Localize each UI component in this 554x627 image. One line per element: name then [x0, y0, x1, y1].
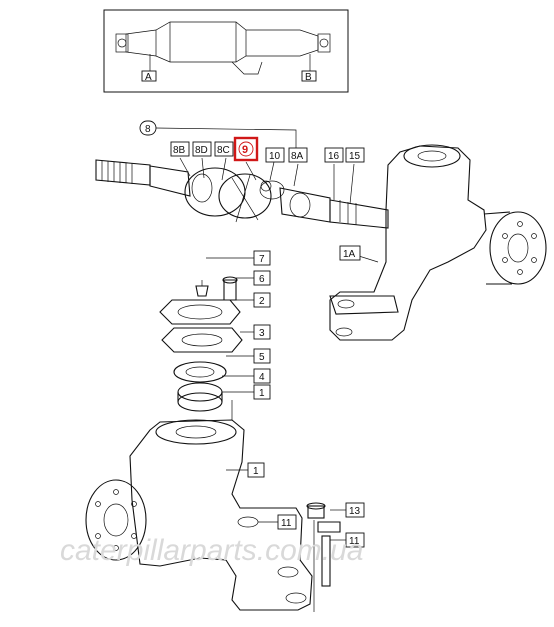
kingpin-parts: [159, 276, 243, 412]
callout-13-label: 13: [349, 506, 361, 517]
axle-overview-inset: A B: [103, 9, 349, 93]
leader-lines: [155, 127, 379, 541]
watermark-text: caterpillarparts.com.ua: [60, 534, 363, 567]
callout-5-label: 5: [259, 352, 265, 363]
callout-1-lower[interactable]: 1: [247, 462, 265, 478]
callout-11-a[interactable]: 11: [277, 514, 297, 530]
steering-knuckle-upper: [329, 144, 547, 341]
callout-9-label: 9: [242, 144, 248, 156]
callout-1a[interactable]: 1A: [339, 245, 361, 261]
callout-3-label: 3: [259, 328, 265, 339]
callout-11-b[interactable]: 11: [345, 532, 365, 548]
callout-10-label: 10: [269, 151, 281, 162]
callout-2-label: 2: [259, 296, 265, 307]
callout-8c[interactable]: 8C: [214, 141, 234, 157]
callout-11-b-label: 11: [349, 536, 360, 547]
callout-6[interactable]: 6: [253, 270, 271, 286]
callout-3[interactable]: 3: [253, 324, 271, 340]
callout-8a[interactable]: 8A: [288, 147, 308, 163]
pin-parts: [306, 502, 341, 612]
callout-1-upper[interactable]: 1: [253, 384, 271, 400]
callout-6-label: 6: [259, 274, 265, 285]
callout-15[interactable]: 15: [345, 147, 365, 163]
callout-8d[interactable]: 8D: [192, 141, 212, 157]
callout-13[interactable]: 13: [345, 502, 365, 518]
callout-8-group[interactable]: 8: [139, 120, 157, 136]
inset-label-a: A: [145, 72, 152, 83]
callout-8c-label: 8C: [217, 145, 230, 156]
callout-5[interactable]: 5: [253, 348, 271, 364]
callout-7[interactable]: 7: [253, 250, 271, 266]
callout-2[interactable]: 2: [253, 292, 271, 308]
callout-16[interactable]: 16: [324, 147, 344, 163]
callout-1-lower-label: 1: [253, 466, 259, 477]
callout-11-a-label: 11: [281, 518, 292, 529]
callout-7-label: 7: [259, 254, 265, 265]
callout-8-label: 8: [145, 124, 151, 135]
callout-4-label: 4: [259, 372, 265, 383]
callout-8d-label: 8D: [195, 145, 208, 156]
inset-label-b: B: [305, 72, 312, 83]
callout-4[interactable]: 4: [253, 368, 271, 384]
callout-16-label: 16: [328, 151, 340, 162]
callout-8b-label: 8B: [173, 145, 186, 156]
callout-9-highlighted[interactable]: 9: [233, 136, 259, 162]
drive-shaft-assembly: [95, 159, 389, 229]
callout-10[interactable]: 10: [265, 147, 285, 163]
callout-15-label: 15: [349, 151, 361, 162]
callout-1a-label: 1A: [343, 249, 356, 260]
callout-8b[interactable]: 8B: [170, 141, 190, 157]
callout-8a-label: 8A: [291, 151, 304, 162]
callout-1-upper-label: 1: [259, 388, 265, 399]
